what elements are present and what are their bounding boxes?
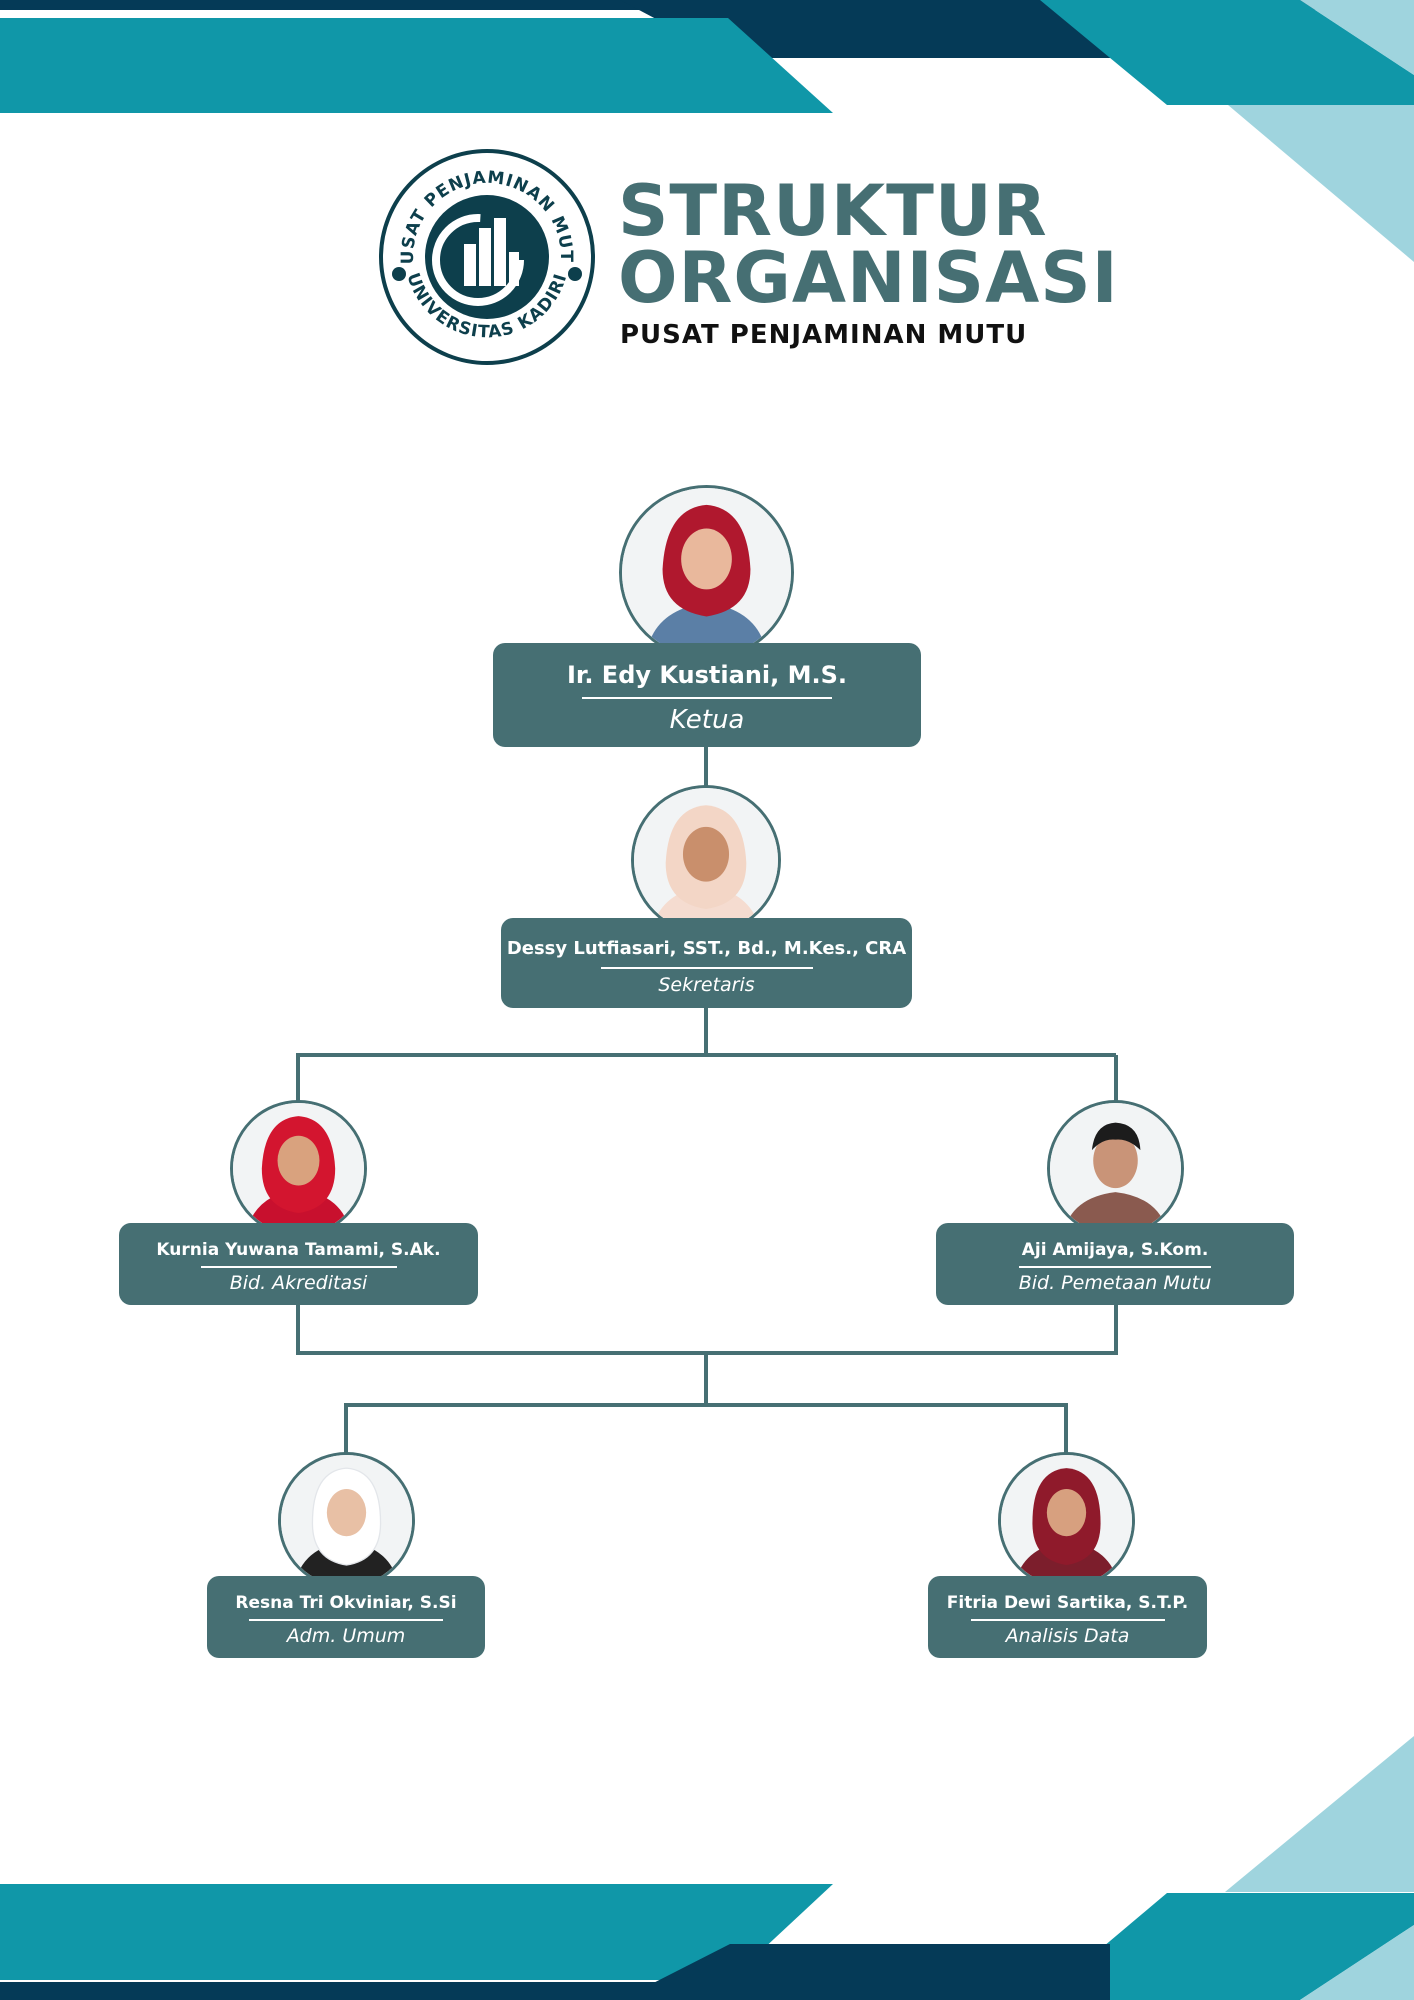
person-photo-icon xyxy=(1050,1103,1181,1234)
member-name: Aji Amijaya, S.Kom. xyxy=(1021,1240,1209,1260)
member-name: Kurnia Yuwana Tamami, S.Ak. xyxy=(156,1240,441,1260)
title-line-1: STRUKTUR xyxy=(618,170,1048,252)
avatar-akreditasi xyxy=(230,1100,367,1237)
member-name: Fitria Dewi Sartika, S.T.P. xyxy=(946,1593,1189,1613)
member-role: Adm. Umum xyxy=(286,1625,406,1647)
person-photo-icon xyxy=(622,488,791,657)
member-role: Sekretaris xyxy=(658,974,755,996)
member-role: Analisis Data xyxy=(1005,1625,1130,1647)
member-name: Dessy Lutfiasari, SST., Bd., M.Kes., CRA xyxy=(506,938,907,959)
name-divider xyxy=(970,1619,1165,1621)
person-photo-icon xyxy=(634,788,778,932)
card-analisis: Fitria Dewi Sartika, S.T.P. Analisis Dat… xyxy=(928,1576,1207,1658)
avatar-analisis xyxy=(998,1452,1135,1589)
card-pemetaan: Aji Amijaya, S.Kom. Bid. Pemetaan Mutu xyxy=(936,1223,1294,1305)
title-line-2: ORGANISASI xyxy=(618,237,1119,319)
member-name: Resna Tri Okviniar, S.Si xyxy=(235,1593,457,1613)
avatar-pemetaan xyxy=(1047,1100,1184,1237)
member-role: Bid. Pemetaan Mutu xyxy=(1018,1272,1212,1294)
name-divider xyxy=(249,1619,443,1621)
member-name: Ir. Edy Kustiani, M.S. xyxy=(566,661,848,689)
person-photo-icon xyxy=(281,1455,412,1586)
card-ketua: Ir. Edy Kustiani, M.S. Ketua xyxy=(493,643,921,747)
name-divider xyxy=(1019,1266,1211,1268)
card-akreditasi: Kurnia Yuwana Tamami, S.Ak. Bid. Akredit… xyxy=(119,1223,478,1305)
member-role: Bid. Akreditasi xyxy=(229,1272,368,1294)
avatar-ketua xyxy=(619,485,794,660)
university-logo: PUSAT PENJAMINAN MUTU UNIVERSITAS KADIRI xyxy=(378,148,595,365)
avatar-sekretaris xyxy=(631,785,781,935)
avatar-adm xyxy=(278,1452,415,1589)
name-divider xyxy=(600,967,813,969)
person-photo-icon xyxy=(233,1103,364,1234)
name-divider xyxy=(200,1266,397,1268)
person-photo-icon xyxy=(1001,1455,1132,1586)
name-divider xyxy=(582,697,832,699)
subtitle: PUSAT PENJAMINAN MUTU xyxy=(620,320,1028,350)
member-role: Ketua xyxy=(669,705,745,735)
card-sekretaris: Dessy Lutfiasari, SST., Bd., M.Kes., CRA… xyxy=(501,918,912,1008)
card-adm: Resna Tri Okviniar, S.Si Adm. Umum xyxy=(207,1576,485,1658)
